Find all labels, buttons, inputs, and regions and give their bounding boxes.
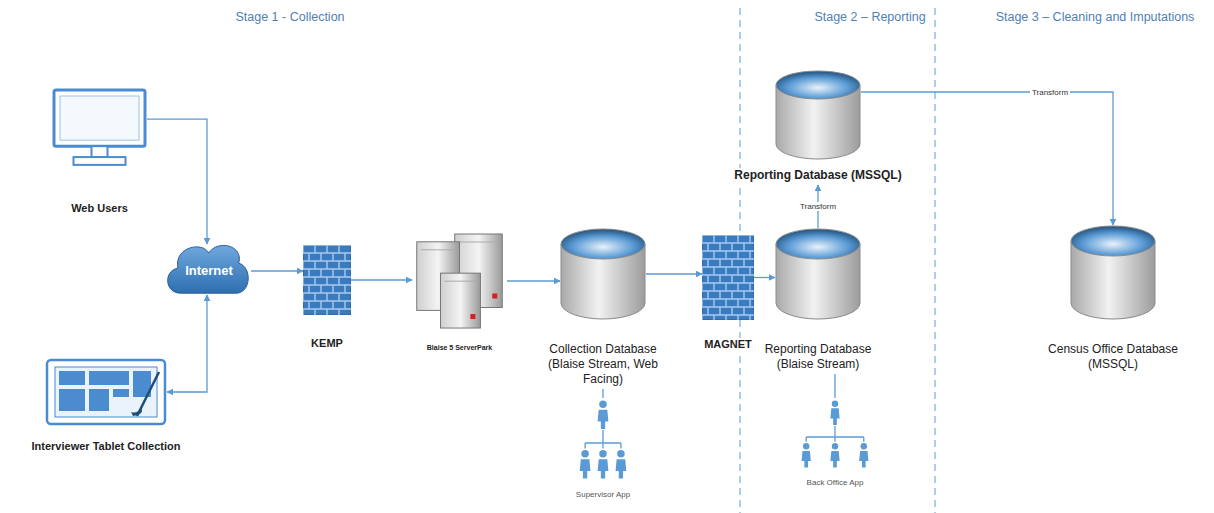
stage-label: Stage 2 – Reporting — [811, 10, 928, 24]
node-label: Collection Database (Blaise Stream, Web … — [540, 342, 666, 387]
connector — [861, 92, 1113, 225]
tablet-icon — [45, 358, 167, 426]
node-label: Web Users — [69, 202, 130, 216]
connector — [602, 389, 603, 398]
connector — [754, 277, 775, 278]
node-label: KEMP — [309, 337, 345, 351]
database-cylinder: Census Office Database (MSSQL) — [1038, 225, 1189, 372]
node-label: Reporting Database (MSSQL) — [732, 168, 903, 183]
database-cylinder: Reporting Database (MSSQL) — [731, 70, 905, 183]
stage-divider — [935, 8, 936, 513]
cyl-icon — [1070, 225, 1156, 320]
monitor-icon — [52, 88, 147, 166]
node-label: Interviewer Tablet Collection — [30, 440, 183, 454]
connector — [167, 295, 207, 392]
connector — [351, 279, 412, 280]
node-label: Supervisor App — [574, 490, 632, 500]
firewall-node: MAGNET — [702, 235, 754, 352]
wall-icon — [303, 245, 351, 315]
people-icon — [790, 400, 880, 474]
database-cylinder: Reporting Database (Blaise Stream) — [754, 228, 882, 372]
user-group-node: Supervisor App — [573, 400, 634, 500]
node-label: Census Office Database (MSSQL) — [1039, 342, 1188, 372]
stage-label: Stage 3 – Cleaning and Imputations — [993, 10, 1198, 24]
edge-label: Transform — [798, 202, 838, 211]
internet-cloud: Internet — [163, 238, 251, 298]
cyl-icon — [775, 70, 861, 160]
connector — [507, 280, 560, 281]
connector — [147, 119, 207, 244]
user-group-node: Back Office App — [790, 400, 880, 488]
node-label: MAGNET — [702, 338, 754, 352]
node-label: Back Office App — [805, 478, 866, 488]
cyl-icon — [560, 228, 646, 320]
connector — [251, 270, 303, 271]
connector — [834, 374, 835, 398]
node-label: Reporting Database (Blaise Stream) — [755, 342, 881, 372]
firewall-node: KEMP — [303, 245, 351, 351]
web-users-node: Web Users — [52, 88, 147, 216]
people-icon — [575, 400, 631, 486]
edge-label: Transform — [1030, 88, 1070, 97]
server-park-node: Blaise 5 ServerPark — [412, 232, 507, 353]
cyl-icon — [775, 228, 861, 320]
wall-icon — [702, 235, 754, 320]
servers-icon — [412, 232, 507, 330]
database-cylinder: Collection Database (Blaise Stream, Web … — [539, 228, 667, 387]
tablet-node: Interviewer Tablet Collection — [29, 358, 184, 454]
connector — [646, 273, 702, 274]
node-label: Internet — [163, 263, 255, 279]
node-label: Blaise 5 ServerPark — [425, 344, 494, 353]
stage-label: Stage 1 - Collection — [232, 10, 347, 24]
